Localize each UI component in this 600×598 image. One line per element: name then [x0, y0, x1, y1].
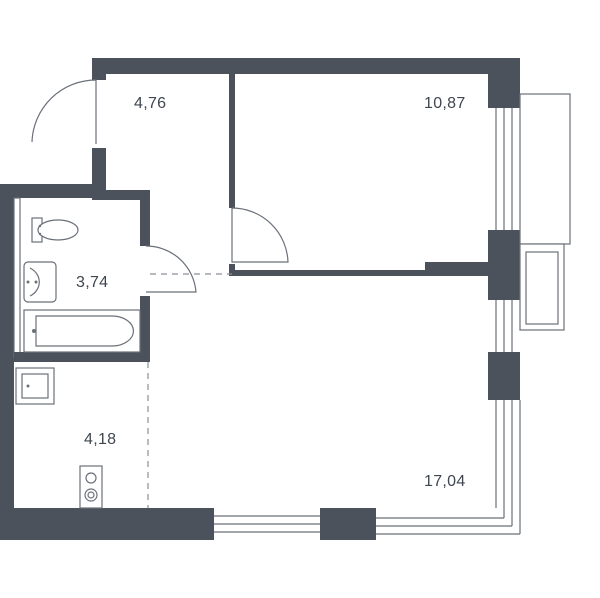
bathroom-door — [145, 245, 197, 293]
wall-bath-bottom — [14, 352, 150, 362]
wall-bottom-pillar — [320, 508, 376, 540]
bathtub-icon — [23, 309, 141, 353]
wall-bath-right-lower — [140, 296, 150, 362]
wall-hall-left-upper — [92, 58, 106, 80]
wall-left-outer — [0, 184, 14, 540]
doors — [31, 79, 289, 508]
room-area-bedroom: 10,87 — [424, 95, 466, 112]
wall-right-pillar-2 — [488, 352, 520, 400]
wall-hall-bedroom-low — [229, 264, 235, 276]
windows — [214, 93, 571, 535]
room-area-hall: 4,76 — [134, 95, 166, 112]
balcony — [519, 93, 571, 245]
outer-walls — [0, 58, 520, 540]
room-area-bathroom: 3,74 — [76, 274, 108, 291]
wall-top — [92, 58, 520, 74]
wall-hall-bedroom — [229, 72, 235, 208]
wall-corner-top-right — [488, 58, 520, 108]
wall-bottom-left — [0, 508, 214, 540]
wall-bedroom-living-thick — [425, 262, 489, 276]
wall-bath-inner-left — [13, 197, 21, 359]
room-labels: 4,76 10,87 3,74 4,18 17,04 — [76, 95, 466, 490]
toilet-icon — [31, 217, 79, 243]
room-area-kitchen: 4,18 — [84, 431, 116, 448]
wall-bath-right-upper — [140, 190, 150, 246]
wall-hall-left-lower — [92, 148, 106, 194]
wall-right-pillar-1 — [488, 230, 520, 300]
entrance-door — [31, 79, 97, 144]
wall-bedroom-living — [235, 270, 425, 276]
wall-bath-top — [92, 190, 150, 200]
washbasin-icon — [23, 261, 57, 303]
bathroom-fixtures — [23, 217, 141, 353]
kitchen-fixtures — [15, 367, 103, 509]
interior-walls — [13, 72, 489, 362]
bedroom-door — [231, 207, 289, 263]
sink-icon — [15, 367, 55, 405]
wall-bath-top-outer — [0, 184, 92, 198]
stove-icon — [79, 465, 103, 509]
balcony-inner — [525, 251, 559, 325]
room-area-living: 17,04 — [424, 473, 466, 490]
